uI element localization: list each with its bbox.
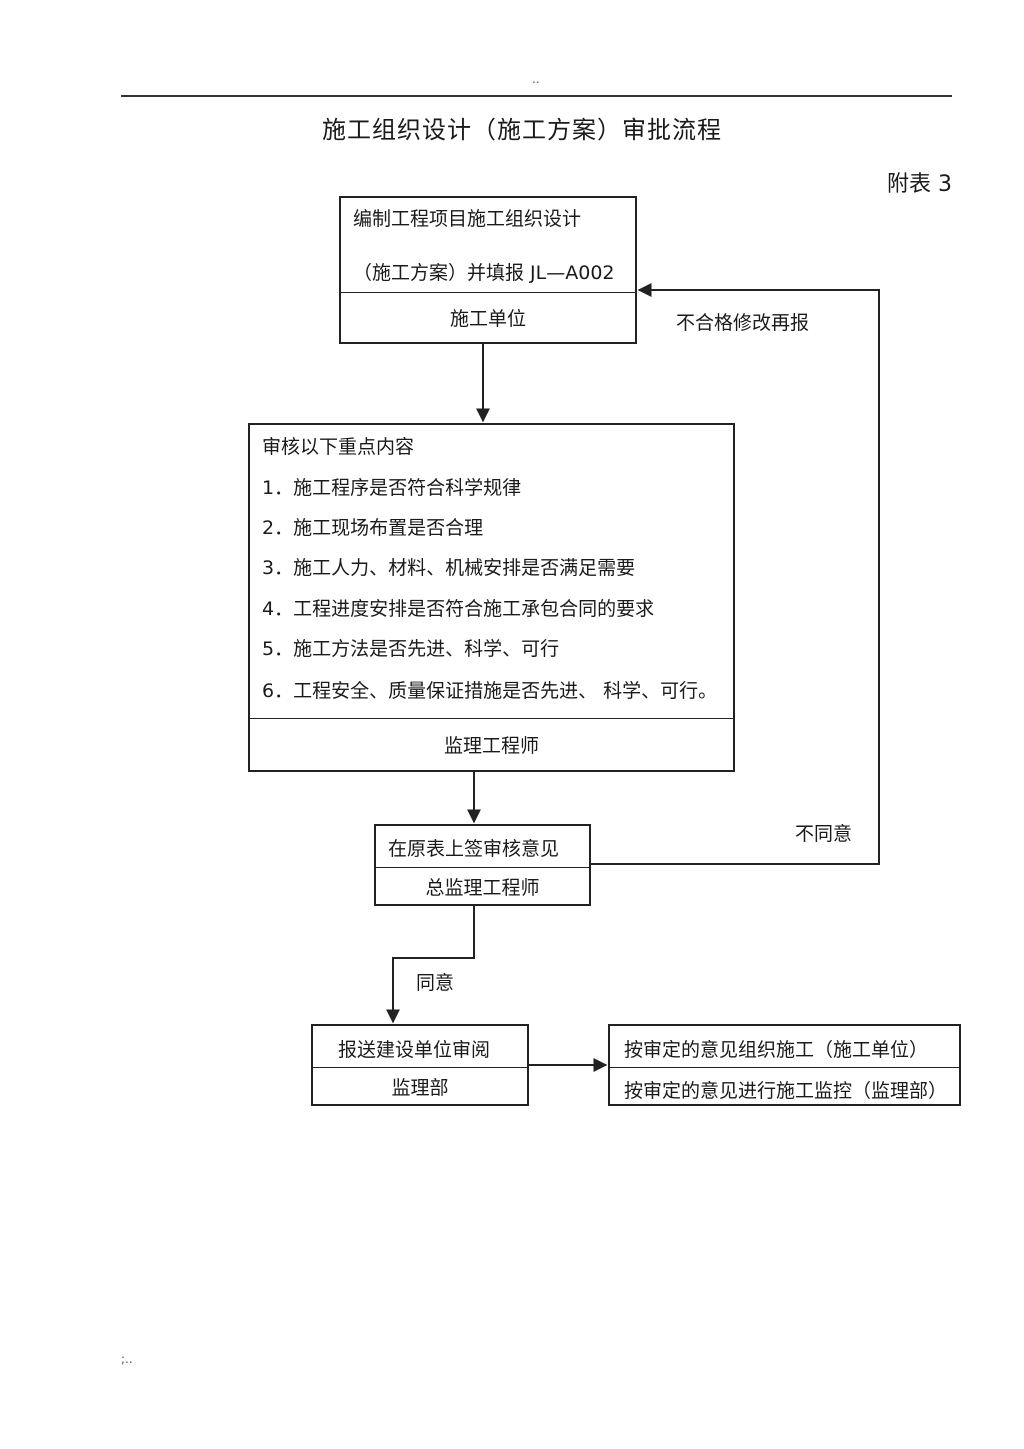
arrow-agree	[386, 905, 475, 1024]
box-submit-owner: 报送建设单位审阅 监理部	[311, 1024, 529, 1106]
box3-action: 在原表上签审核意见	[388, 838, 560, 860]
header-rule	[121, 95, 952, 97]
box2-role: 监理工程师	[250, 718, 733, 770]
label-reject-resubmit: 不合格修改再报	[676, 312, 810, 334]
page-title: 施工组织设计（施工方案）审批流程	[322, 116, 722, 144]
box4-role: 监理部	[313, 1067, 527, 1104]
arrow-disagree-loop	[590, 283, 880, 865]
box2-heading: 审核以下重点内容	[262, 436, 415, 458]
box5-line2: 按审定的意见进行施工监控（监理部）	[624, 1080, 948, 1102]
label-disagree: 不同意	[795, 823, 853, 845]
review-item: 2．施工现场布置是否合理	[262, 517, 484, 539]
box3-role: 总监理工程师	[376, 867, 589, 904]
label-agree: 同意	[416, 972, 455, 994]
box1-line2: （施工方案）并填报 JL—A002	[353, 262, 615, 284]
review-item: 5．施工方法是否先进、科学、可行	[262, 638, 560, 660]
review-item: 4．工程进度安排是否符合施工承包合同的要求	[262, 598, 655, 620]
footer-marks: ;..	[121, 1352, 133, 1366]
box1-role: 施工单位	[341, 292, 635, 342]
box4-action: 报送建设单位审阅	[338, 1039, 491, 1061]
box1-line1: 编制工程项目施工组织设计	[353, 208, 582, 230]
review-item: 3．施工人力、材料、机械安排是否满足需要	[262, 557, 636, 579]
review-item: 1．施工程序是否符合科学规律	[262, 477, 522, 499]
header-dots: ..	[532, 72, 540, 86]
review-item: 6．工程安全、质量保证措施是否先进、 科学、可行。	[262, 680, 718, 702]
box-prepare-design: 编制工程项目施工组织设计 （施工方案）并填报 JL—A002 施工单位	[339, 196, 637, 344]
box-review-content: 审核以下重点内容 1．施工程序是否符合科学规律 2．施工现场布置是否合理 3．施…	[248, 423, 735, 772]
box5-line1: 按审定的意见组织施工（施工单位）	[624, 1039, 929, 1061]
appendix-label: 附表 3	[887, 172, 952, 197]
box-implement: 按审定的意见组织施工（施工单位） 按审定的意见进行施工监控（监理部）	[608, 1024, 961, 1106]
box-sign-opinion: 在原表上签审核意见 总监理工程师	[374, 824, 591, 906]
